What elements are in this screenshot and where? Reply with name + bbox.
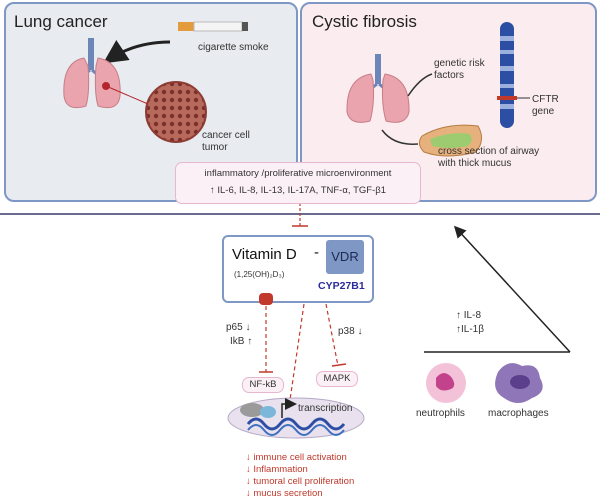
nucleus-icon: [227, 397, 365, 439]
lungs-cf-icon: [346, 54, 410, 123]
effects-list: ↓ immune cell activation ↓ Inflammation …: [246, 452, 354, 500]
tumor-icon: [145, 81, 207, 143]
cftr-gene-line2: gene: [532, 106, 555, 117]
ikb-label: IkB ↑: [230, 336, 253, 347]
tumor-label-line1: cancer cell: [202, 130, 250, 141]
nfkb-box: NF-kB: [242, 377, 284, 393]
chromosome-icon: [497, 22, 517, 128]
p65-label: p65 ↓: [226, 322, 251, 333]
mapk-box: MAPK: [316, 371, 358, 387]
cigarette-smoke-label: cigarette smoke: [198, 42, 269, 53]
transcription-label: transcription: [298, 403, 353, 414]
smoke-arrow-icon: [103, 40, 171, 64]
effect-item: ↓ immune cell activation: [246, 452, 347, 463]
cigarette-icon: [178, 21, 248, 32]
airway-icon: [418, 124, 482, 157]
cyp27b1-label: CYP27B1: [318, 280, 365, 292]
cftr-gene-line1: CFTR: [532, 94, 559, 105]
il8-label: ↑ IL-8: [456, 310, 482, 321]
vitamin-d-dash: -: [314, 244, 319, 261]
genetic-risk-line2: factors: [434, 70, 465, 81]
vitamin-d-formula: (1,25(OH)₂D₃): [234, 270, 285, 279]
airway-label-line1: cross section of airway: [438, 146, 540, 157]
vdr-label: VDR: [331, 249, 359, 264]
receptor-red-icon: [259, 293, 273, 305]
cystic-fibrosis-title: Cystic fibrosis: [312, 12, 417, 31]
microenvironment-line2: ↑ IL-6, IL-8, IL-13, IL-17A, TNF-α, TGF-…: [209, 185, 387, 196]
tumor-label-line2: tumor: [202, 142, 228, 153]
neutrophil-icon: [426, 363, 466, 403]
microenvironment-box: inflammatory /proliferative microenviron…: [175, 162, 421, 204]
effect-item: ↓ tumoral cell proliferation: [246, 476, 355, 487]
lung-cancer-title: Lung cancer: [14, 12, 108, 31]
p38-label: p38 ↓: [338, 326, 363, 337]
macrophages-label: macrophages: [488, 408, 549, 419]
macrophage-icon: [495, 363, 543, 403]
il1b-label: ↑IL-1β: [456, 324, 484, 335]
airway-label-line2: with thick mucus: [438, 158, 512, 169]
neutrophils-label: neutrophils: [416, 408, 465, 419]
microenvironment-line1: inflammatory /proliferative microenviron…: [204, 168, 392, 179]
lungs-cancer-icon: [63, 38, 121, 109]
vitamin-d-title: Vitamin D: [232, 246, 297, 263]
effect-item: ↓ Inflammation: [246, 464, 308, 475]
vdr-box: [326, 240, 364, 274]
genetic-risk-line1: genetic risk: [434, 58, 485, 69]
effect-item: ↓ mucus secretion: [246, 488, 323, 499]
